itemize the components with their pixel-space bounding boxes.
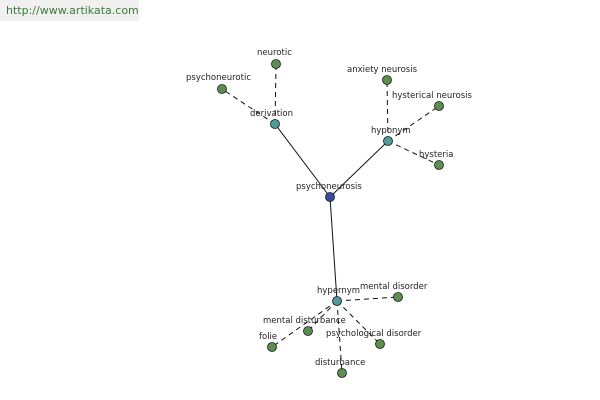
node-term-hysteria[interactable] xyxy=(434,160,444,170)
label-term-hysteria[interactable]: hysteria xyxy=(419,150,453,160)
edge-hyponym-anxiety-neurosis xyxy=(386,79,389,142)
label-term-neurotic[interactable]: neurotic xyxy=(257,48,292,58)
edge-hypernym-disturbance xyxy=(336,300,343,374)
node-relation-hypernym[interactable] xyxy=(332,296,342,306)
graph-nodes xyxy=(217,59,444,378)
edge-derivation xyxy=(274,123,331,198)
node-relation-derivation[interactable] xyxy=(270,119,280,129)
edge-hyponym xyxy=(329,140,389,198)
label-term-disturbance[interactable]: disturbance xyxy=(315,358,365,368)
edge-hyponym-hysterical-neurosis xyxy=(387,105,440,142)
graph-edges xyxy=(221,63,440,374)
label-center-psychoneurosis[interactable]: psychoneurosis xyxy=(296,182,362,192)
node-term-disturbance[interactable] xyxy=(337,368,347,378)
edge-hypernym-folie xyxy=(271,300,338,348)
node-term-mental-disorder[interactable] xyxy=(393,292,403,302)
node-term-psychoneurotic[interactable] xyxy=(217,84,227,94)
node-term-hysterical-neurosis[interactable] xyxy=(434,101,444,111)
edge-derivation-neurotic xyxy=(274,63,277,125)
label-relation-derivation[interactable]: derivation xyxy=(250,109,293,119)
edge-hypernym-mental-disturbance xyxy=(307,300,338,332)
node-term-anxiety-neurosis[interactable] xyxy=(382,75,392,85)
source-url-banner[interactable]: http://www.artikata.com xyxy=(0,0,139,21)
label-relation-hyponym[interactable]: hyponym xyxy=(371,126,411,136)
label-term-folie[interactable]: folie xyxy=(259,332,277,342)
edge-hypernym-mental-disorder xyxy=(336,296,399,302)
node-term-folie[interactable] xyxy=(267,342,277,352)
label-term-mental-disturbance[interactable]: mental disturbance xyxy=(263,316,346,326)
edge-hypernym-psychological-disorder xyxy=(336,300,381,345)
edge-hypernym xyxy=(329,196,338,302)
edge-derivation-psychoneurotic xyxy=(221,88,276,125)
graph-labels: psychoneurosis derivation neurotic psychone… xyxy=(186,48,473,368)
node-term-mental-disturbance[interactable] xyxy=(303,326,313,336)
node-term-psychological-disorder[interactable] xyxy=(375,339,385,349)
node-term-neurotic[interactable] xyxy=(271,59,281,69)
edge-hyponym-hysteria xyxy=(387,140,440,166)
label-relation-hypernym[interactable]: hypernym xyxy=(317,286,360,296)
label-term-anxiety-neurosis[interactable]: anxiety neurosis xyxy=(347,65,418,75)
label-term-mental-disorder[interactable]: mental disorder xyxy=(360,282,428,292)
label-term-psychological-disorder[interactable]: psychological disorder xyxy=(326,329,422,339)
label-term-psychoneurotic[interactable]: psychoneurotic xyxy=(186,73,251,83)
label-term-hysterical-neurosis[interactable]: hysterical neurosis xyxy=(392,91,473,101)
node-relation-hyponym[interactable] xyxy=(383,136,393,146)
node-center-psychoneurosis[interactable] xyxy=(325,192,335,202)
